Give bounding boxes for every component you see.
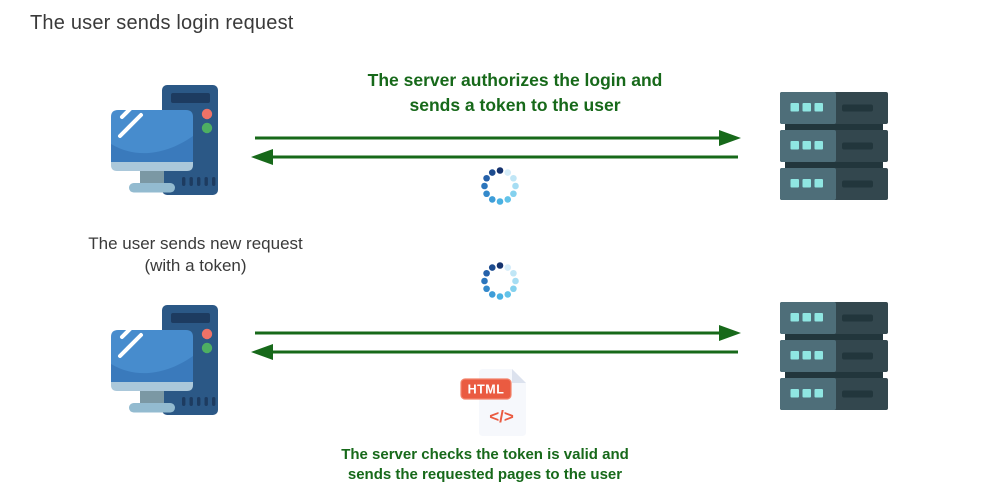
user-request-label-line1: The user sends new request bbox=[88, 234, 303, 253]
flow1-heading-line2: sends a token to the user bbox=[409, 95, 621, 116]
flow1-heading: The server authorizes the login and send… bbox=[300, 68, 730, 119]
flow1-heading-line1: The server authorizes the login and bbox=[367, 70, 663, 90]
file-fold-corner bbox=[512, 369, 526, 383]
flow2-caption-line2: sends the requested pages to the user bbox=[347, 466, 623, 484]
flow1-arrows bbox=[251, 130, 741, 165]
page-title: The user sends login request bbox=[30, 12, 294, 34]
arrow-right-icon bbox=[255, 130, 741, 146]
server-icon bbox=[780, 92, 888, 200]
loading-spinner-icon bbox=[481, 167, 519, 205]
flow2-caption: The server checks the token is valid and… bbox=[275, 445, 695, 486]
code-glyph: </> bbox=[489, 407, 514, 426]
html-badge bbox=[460, 378, 512, 400]
flow2-caption-line1: The server checks the token is valid and bbox=[341, 446, 629, 463]
arrow-right-icon bbox=[255, 325, 741, 341]
loading-spinner-icon bbox=[481, 262, 519, 300]
flow2-arrows bbox=[251, 325, 741, 360]
user-request-label-line2: (with a token) bbox=[144, 256, 247, 276]
user-computer-icon bbox=[98, 80, 228, 198]
arrow-left-icon bbox=[251, 149, 738, 165]
server-icon bbox=[780, 302, 888, 410]
user-computer-icon bbox=[98, 300, 228, 418]
arrow-left-icon bbox=[251, 344, 738, 360]
user-request-label: The user sends new request (with a token… bbox=[28, 233, 363, 278]
html-file-icon: </> HTML bbox=[460, 369, 526, 436]
html-badge-label: HTML bbox=[468, 383, 505, 397]
